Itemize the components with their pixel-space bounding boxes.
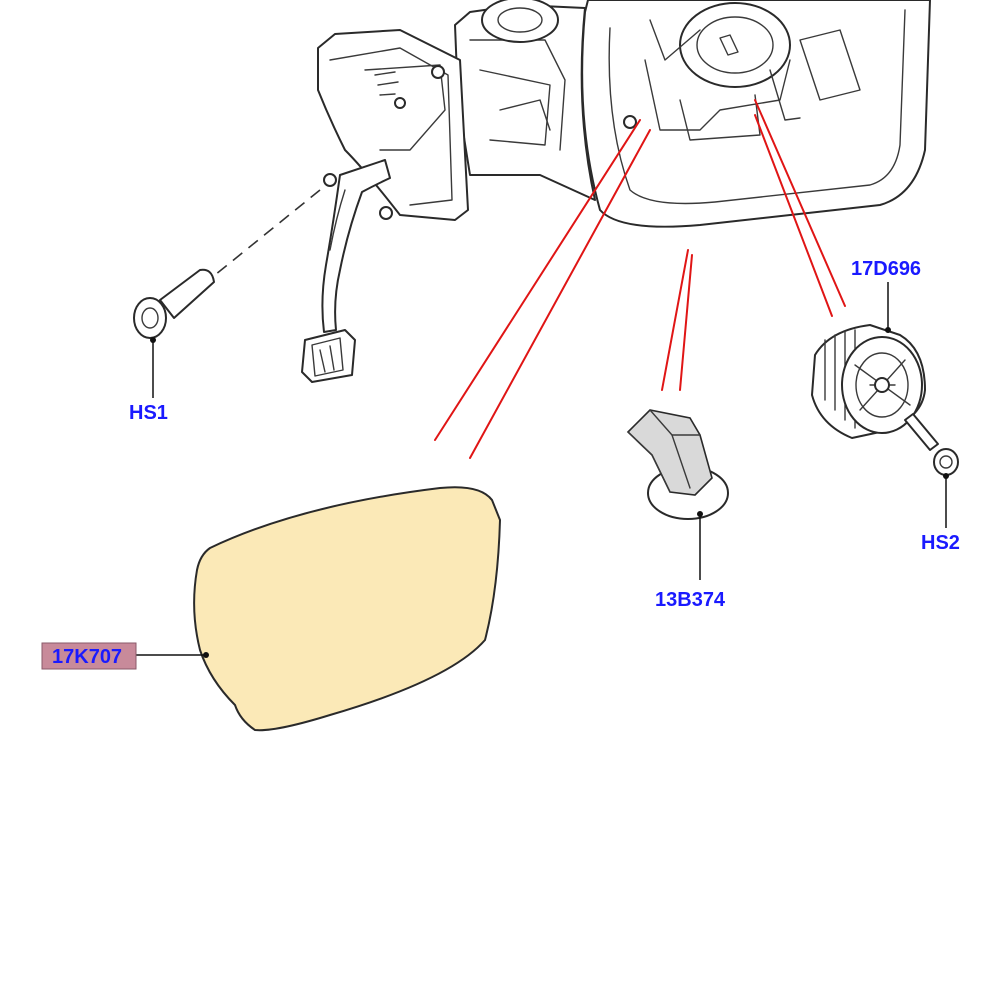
- label-17d696: 17D696: [851, 258, 921, 280]
- label-17k707: 17K707: [52, 646, 122, 668]
- label-17k707-highlight: [41, 642, 137, 670]
- label-hs1: HS1: [129, 402, 168, 424]
- callout-labels: HS1 HS2 17D696 13B374 17K707: [41, 258, 960, 670]
- mirror-glass: [136, 486, 501, 732]
- mirror-glass-shape: [193, 486, 501, 732]
- mirror-housing: [581, 0, 931, 228]
- screw-hs1: [133, 189, 321, 398]
- mirror-base-assembly: [317, 0, 596, 221]
- mirror-motor: [811, 282, 926, 439]
- reference-lines: [434, 99, 846, 459]
- label-hs2: HS2: [921, 532, 960, 554]
- wiring-harness: [301, 159, 391, 383]
- retaining-clip: [626, 409, 729, 580]
- label-13b374: 13B374: [655, 589, 726, 611]
- screw-hs2: [904, 413, 959, 528]
